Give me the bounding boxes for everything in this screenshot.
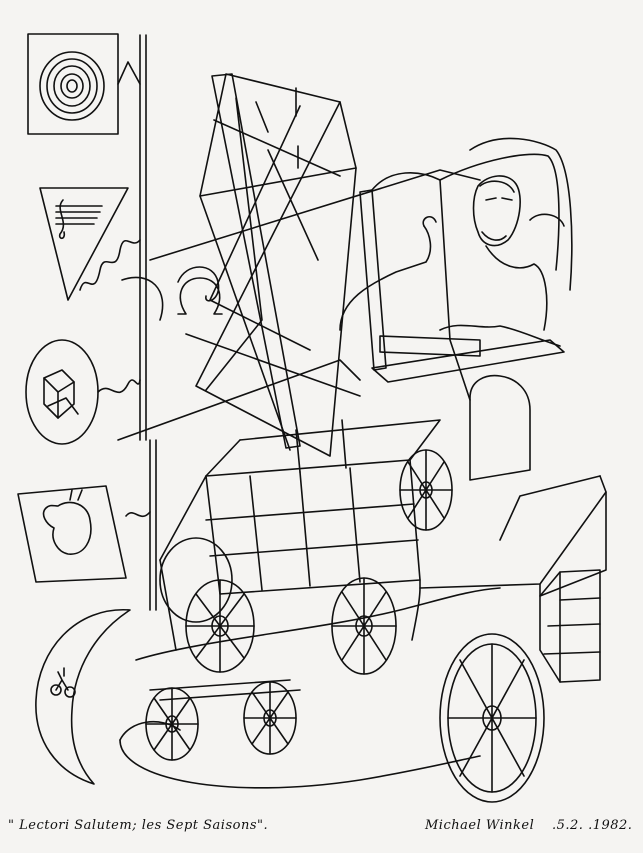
staircase — [539, 569, 601, 683]
music-triangle-panel — [39, 187, 141, 301]
carriage-frame — [159, 419, 441, 651]
mid-wheels — [159, 537, 397, 675]
crescent-cyclist-panel — [35, 609, 131, 785]
omega-symbol — [177, 277, 223, 315]
artist-signature: Michael Winkel — [425, 818, 535, 833]
cube-circle-panel — [25, 339, 141, 445]
small-upper-wheel — [399, 449, 453, 531]
front-small-wheels — [145, 679, 301, 761]
platform-chassis — [119, 475, 607, 789]
cabin-with-figure — [339, 137, 573, 481]
artwork-date: .5.2. .1982. — [552, 818, 633, 833]
left-pole — [139, 34, 157, 611]
tower-frame — [117, 73, 481, 457]
maze-panel — [27, 33, 141, 135]
large-rear-wheel — [439, 633, 545, 803]
face-panel — [17, 485, 151, 583]
artwork-caption: " Lectori Salutem; les Sept Saisons". — [8, 818, 269, 833]
